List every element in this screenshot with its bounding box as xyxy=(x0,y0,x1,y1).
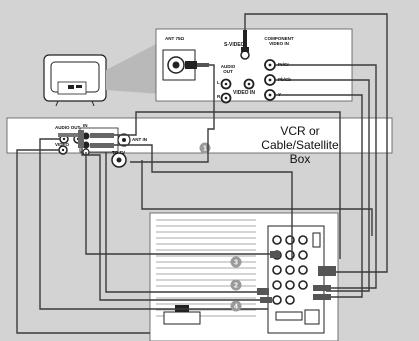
cable-coax-tv xyxy=(130,64,215,163)
cable-component-1 xyxy=(276,64,377,289)
tv-component-label: COMPONENT VIDEO IN xyxy=(264,36,294,46)
vcr-antenna-jacks xyxy=(111,133,131,168)
vcr-audio-out-label: AUDIO OUT xyxy=(55,125,81,130)
tv-ant-label: ANT 75Ω xyxy=(165,36,185,41)
cable-audio-vcr-right xyxy=(81,142,262,301)
tv-antenna-connector xyxy=(162,49,209,81)
step-3-text: 3 xyxy=(234,260,238,267)
tv-svideo-label: S-VIDEO xyxy=(224,42,245,48)
cable-av-chain xyxy=(85,152,275,255)
cable-component-2 xyxy=(276,79,370,292)
step-1-text: 1 xyxy=(203,146,207,153)
cable-video-vcr xyxy=(16,149,150,334)
tv-audio-l-label: L xyxy=(217,80,220,85)
tv-video-in-label: VIDEO IN xyxy=(233,90,255,96)
tv-pr-label: Pr/Cr xyxy=(278,62,290,67)
vcr-title-line3: Box xyxy=(289,152,311,166)
cable-plugs xyxy=(78,130,336,303)
cables xyxy=(16,13,388,334)
step-badge-2 xyxy=(230,279,242,291)
cable-component-3 xyxy=(276,94,363,298)
player-jack-panel xyxy=(163,225,325,334)
tv-set-illustration xyxy=(43,42,160,107)
cable-svideo xyxy=(244,13,388,273)
tv-pb-label: Pb/Cb xyxy=(278,77,291,82)
cable-out-3 xyxy=(141,160,373,236)
step-badge-4 xyxy=(230,300,242,312)
vcr-in-label: IN xyxy=(83,123,88,128)
tv-audio-r-label: R xyxy=(217,94,221,99)
vcr-audio-out-jacks xyxy=(58,133,88,155)
cable-vcr-in-2 xyxy=(114,144,293,261)
vcr-title-line1: VCR or xyxy=(280,124,320,138)
vcr-ant-in-label: ANT IN xyxy=(132,137,147,142)
tv-y-label: Y xyxy=(278,92,282,97)
tv-svideo-jack xyxy=(240,30,250,60)
vcr-title-line2: Cable/Satellite xyxy=(261,138,339,152)
step-4-text: 4 xyxy=(234,304,238,311)
step-badge-3 xyxy=(230,256,242,268)
cable-vcr-in xyxy=(114,111,341,259)
step-2-text: 2 xyxy=(234,283,238,290)
tv-audio-out-label: AUDIO OUT xyxy=(220,64,236,74)
cable-out-2 xyxy=(105,152,257,293)
tv-av-jacks xyxy=(220,59,276,104)
vcr-to-tv-label: TO TV xyxy=(112,150,126,155)
vcr-title: VCR or Cable/Satellite Box xyxy=(252,124,348,166)
cable-audio-vcr-left xyxy=(39,138,268,310)
vcr-video-label: VIDEO xyxy=(55,142,70,147)
